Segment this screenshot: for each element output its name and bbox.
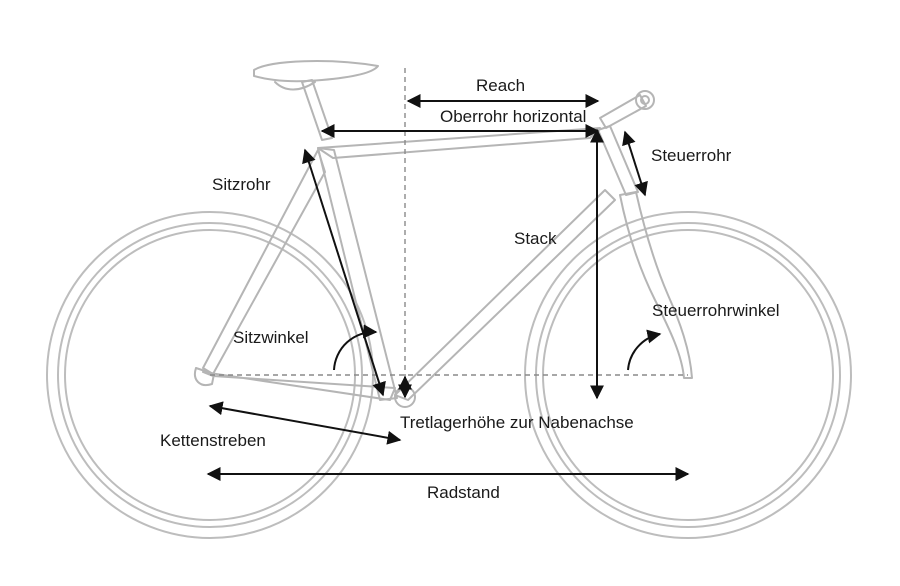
stack-label: Stack bbox=[514, 229, 557, 248]
head-tube-arrow bbox=[622, 130, 648, 197]
head-angle-arc bbox=[627, 329, 662, 371]
chainstays-label: Kettenstreben bbox=[160, 431, 266, 450]
chainstay-arrow bbox=[208, 401, 402, 445]
head-tube-label: Steuerrohr bbox=[651, 146, 732, 165]
seat-angle-label: Sitzwinkel bbox=[233, 328, 309, 347]
seat-angle-arc bbox=[333, 324, 378, 371]
seat-tube-label: Sitzrohr bbox=[212, 175, 271, 194]
wheelbase-label: Radstand bbox=[427, 483, 500, 502]
reach-label: Reach bbox=[476, 76, 525, 95]
head-tube-angle-label: Steuerrohrwinkel bbox=[652, 301, 780, 320]
bb-height-label: Tretlagerhöhe zur Nabenachse bbox=[400, 413, 634, 432]
seat-tube-arrow bbox=[302, 148, 386, 397]
top-tube-horizontal-label: Oberrohr horizontal bbox=[440, 107, 586, 126]
